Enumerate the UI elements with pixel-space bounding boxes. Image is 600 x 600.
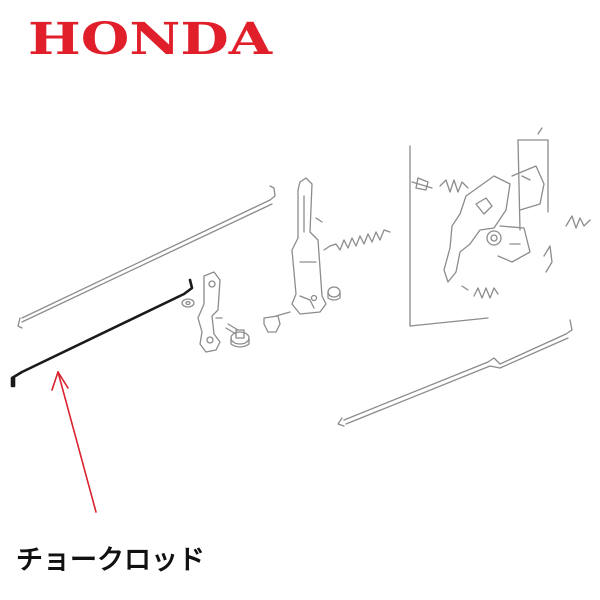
part-name-label: チョークロッド bbox=[16, 545, 205, 576]
washer bbox=[263, 311, 291, 333]
control-lever bbox=[197, 271, 223, 353]
honda-logo: HONDA bbox=[26, 14, 276, 62]
spring bbox=[323, 229, 391, 251]
washer bbox=[181, 298, 195, 308]
governor-rod bbox=[337, 319, 573, 427]
brand-name: HONDA bbox=[28, 14, 273, 62]
bolt bbox=[327, 286, 341, 301]
governor-arm bbox=[291, 177, 327, 315]
throttle-rod bbox=[17, 185, 276, 329]
honda-logo-graphic: HONDA bbox=[28, 14, 273, 62]
choke-rod bbox=[10, 278, 194, 388]
bolt bbox=[225, 323, 250, 348]
governor-assembly bbox=[409, 127, 591, 327]
pointer-arrow bbox=[51, 371, 97, 513]
